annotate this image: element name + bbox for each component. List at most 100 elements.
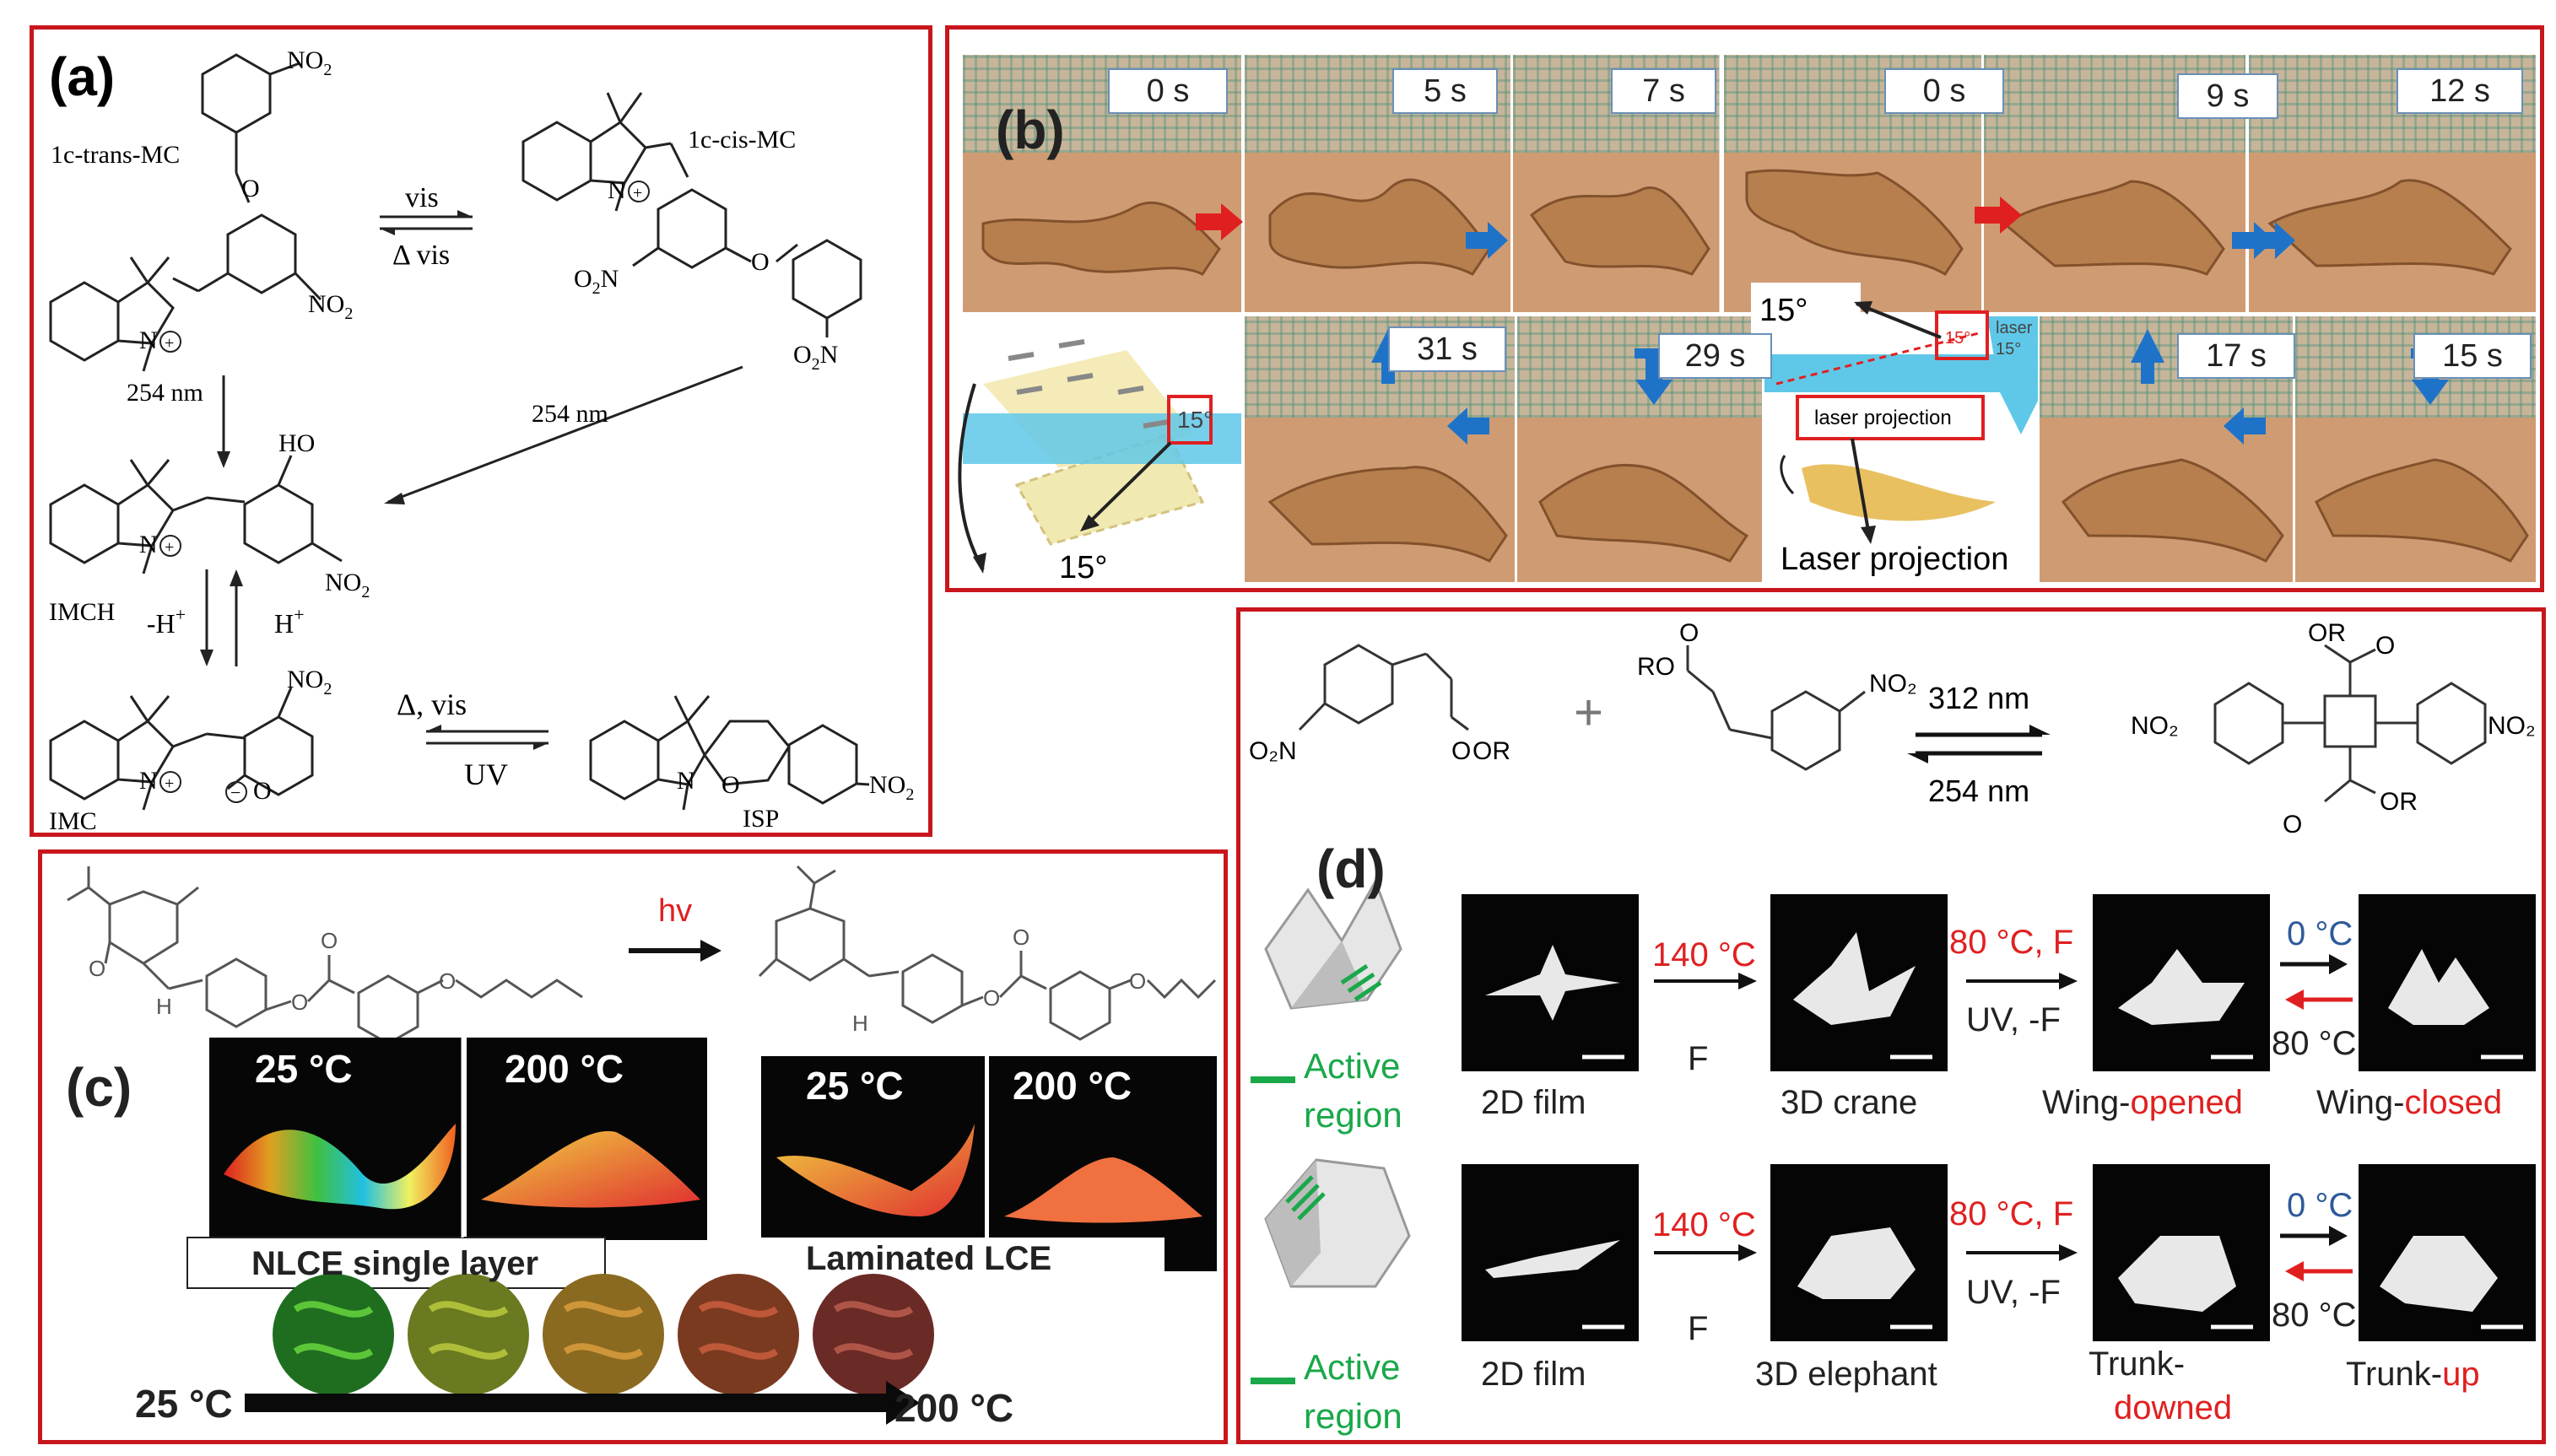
d-o2n: O₂N [1249,737,1297,765]
a-uv: UV [464,758,508,791]
a-vis-fwd: vis [405,182,439,213]
a-no2-2: NO2 [308,290,353,323]
c-temp-nlce-200: 200 °C [505,1047,624,1091]
d-elephant-schematic [1264,1158,1411,1288]
d-crane-schematic [1264,878,1402,1010]
d-r1-label4: Wing-closed [2316,1084,2503,1121]
a-254-right: 254 nm [532,400,608,428]
a-plus-h: H+ [274,604,305,639]
b-time-29s: 29 s [1658,333,1772,379]
d-254nm: 254 nm [1928,774,2029,808]
svg-text:O: O [439,968,456,994]
d-r2-label3-b: downed [2114,1389,2233,1426]
d-r1-uvf: UV, -F [1966,1001,2061,1038]
d-active-region-2-a: Active [1304,1347,1401,1387]
a-no2-5: NO2 [869,771,914,804]
b-time-9s: 9 s [2177,73,2278,119]
d-no2-c: NO₂ [2488,712,2536,740]
d-r1-label1: 2D film [1481,1084,1586,1121]
d-active-region-1-b: region [1304,1095,1402,1135]
d-r1-temp2: 80 °C, F [1949,924,2074,961]
b-time-31s: 31 s [1388,326,1506,372]
panel-a-label: (a) [49,46,115,107]
a-o-2: O [751,248,770,276]
b-laser-projection-box: laser projection [1814,407,1952,429]
d-r1-label3: Wing-opened [2042,1084,2243,1121]
d-r2-temp1: 140 °C [1652,1206,1756,1243]
c-micrographs [273,1274,934,1395]
a-vis-back: Δ vis [392,240,450,271]
svg-text:O: O [321,928,338,953]
b-laser-projection: Laser projection [1781,542,2008,577]
b-time-0s-b: 0 s [1884,68,2004,114]
c-temp-nlce-25: 25 °C [255,1047,353,1091]
b-schematic-left: 15° 15° [958,316,1241,585]
a-minus-h: -H+ [147,604,186,639]
a-o-isp: O [721,771,740,799]
d-r2-label4: Trunk-up [2346,1356,2480,1393]
c-temp-end: 200 °C [894,1386,1014,1430]
a-n-plus-1: N [139,326,158,354]
b-time-12s: 12 s [2397,68,2523,114]
panel-b-label: (b) [996,100,1065,160]
a-no2-4: NO2 [287,666,332,698]
d-no2-a: NO₂ [1869,670,1917,698]
d-active-region-2-b: region [1304,1396,1402,1436]
b-angle-red: 15° [1945,329,1970,348]
d-r2-temp4: 80 °C [2272,1297,2357,1334]
a-isp: ISP [743,805,779,833]
d-r2-uvf: UV, -F [1966,1274,2061,1311]
panel-c-label: (c) [66,1057,132,1118]
a-n-plus-2: N [608,176,626,204]
c-h-right: H [852,1011,868,1036]
c-hv: hv [658,893,692,929]
panel-d-label: (d) [1316,839,1386,899]
d-photo-elephant-2d [1462,1164,1639,1341]
d-r2-label2: 3D elephant [1755,1356,1937,1393]
a-trans-mc-label: 1c-trans-MC [51,141,180,169]
d-or-a: OR [1473,737,1510,765]
d-no2-b: NO₂ [2131,712,2179,740]
svg-text:−: − [230,782,240,803]
d-r1-temp1: 140 °C [1652,936,1756,973]
b-time-5s: 5 s [1392,68,1498,114]
d-active-region-1-a: Active [1304,1046,1401,1086]
a-o-minus: O [253,777,272,805]
panel-a: (a) NO2 O NO2 N + 1c-trans-MC [30,25,932,837]
b-time-15s: 15 s [2413,333,2532,379]
c-temp-lce-200: 200 °C [1013,1064,1132,1108]
c-nlce-label: NLCE single layer [251,1245,539,1282]
b-red-arrows [1196,197,2022,240]
svg-text:+: + [165,334,174,353]
a-ho: HO [278,429,315,457]
b-angle-mid: 15° [1759,293,1808,328]
d-r2-label3-a: Trunk- [2089,1345,2186,1383]
b-laser-word: laser [1996,319,2033,337]
c-o-left: O [89,956,105,981]
d-r2-f1: F [1688,1310,1709,1347]
b-angle-right: 15° [1996,340,2021,359]
b-time-7s: 7 s [1611,68,1716,114]
c-laminated-label: Laminated LCE [806,1240,1052,1277]
d-or-b: OR [2308,619,2346,647]
panel-b: 15° 15° 15° laser 15° laser projection L… [945,25,2544,592]
b-schematic-mid: 15° laser 15° laser projection Laser pro… [1764,310,2038,582]
a-o2n-1: O2N [574,265,619,298]
b-angle-small: 15° [1177,407,1213,433]
a-imch: IMCH [49,598,115,626]
svg-text:O: O [2375,632,2395,660]
svg-text:+: + [633,184,642,202]
svg-text:O: O [1679,619,1699,647]
svg-text:O: O [1129,968,1146,994]
c-h-left: H [156,994,172,1019]
a-no2-3: NO2 [325,569,370,601]
c-nlce-box [186,1237,606,1289]
d-r1-temp3: 0 °C [2287,915,2353,952]
a-n-isp: N [677,767,695,795]
d-r2-label1: 2D film [1481,1356,1586,1393]
panel-b-overlay: 15° 15° 15° laser 15° laser projection L… [958,55,2529,585]
svg-text:O: O [1013,925,1029,950]
panel-d: O₂N O OR + RO O NO₂ 312 nm 254 nm [1236,607,2546,1444]
svg-text:O: O [2283,811,2302,839]
a-no2-1: NO2 [287,46,332,79]
